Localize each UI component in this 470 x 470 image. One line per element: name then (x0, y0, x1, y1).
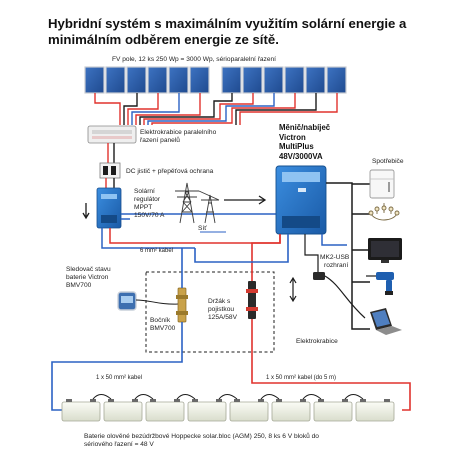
appliances-label: Spotřebiče (372, 158, 404, 165)
solar-panel-icon (221, 66, 242, 94)
drill-icon (366, 272, 394, 295)
mppt-label: Solární regulátor MPPT 150V/70 A (134, 188, 165, 219)
battery-block-icon (145, 399, 185, 422)
power-pylon-icon (175, 182, 220, 224)
usb-interface-icon (313, 272, 366, 319)
fuse-holder-icon (246, 281, 258, 319)
solar-panel-icon (168, 66, 189, 94)
diagram-title: Hybridní systém s maximálním využitím so… (48, 16, 406, 48)
battery-block-icon (355, 399, 395, 422)
pv-array (84, 66, 347, 94)
chandelier-icon (368, 203, 400, 221)
battery-block-icon (313, 399, 353, 422)
solar-panel-icon (326, 66, 347, 94)
solar-panel-icon (147, 66, 168, 94)
cable-50mm-right-label: 1 x 50 mm² kabel (do 5 m) (266, 375, 337, 381)
tv-icon (368, 238, 402, 263)
pv-field-label: FV pole, 12 ks 250 Wp = 3000 Wp, sériopa… (112, 56, 277, 63)
junction-box-label: Elektrokrabice paralelního řazení panelů (140, 129, 217, 144)
dc-breaker-icon (99, 162, 121, 179)
solar-panel-icon (189, 66, 210, 94)
bmv-monitor-label: Sledovač stavu baterie Victron BMV700 (66, 266, 111, 289)
refrigerator-icon (369, 169, 395, 199)
fuse-holder-label: Držák s pojistkou 125A/58V (208, 298, 237, 321)
electro-box-outline (145, 271, 275, 353)
battery-block-icon (61, 399, 101, 422)
solar-panel-icon (305, 66, 326, 94)
inverter-label: Měnič/nabíječ Victron MultiPlus 48V/3000… (279, 123, 331, 161)
title-line-2: minimálním odběrem energie ze sítě. (48, 32, 279, 47)
pv-wires (94, 93, 338, 125)
solar-panel-icon (105, 66, 126, 94)
battery-block-icon (187, 399, 227, 422)
title-line-1: Hybridní systém s maximálním využitím so… (48, 16, 407, 31)
battery-block-icon (271, 399, 311, 422)
bmv-monitor-icon (117, 291, 137, 311)
solar-panel-icon (284, 66, 305, 94)
solar-panel-icon (84, 66, 105, 94)
junction-box-icon (87, 125, 137, 144)
mppt-controller-icon (96, 187, 122, 229)
cable-6mm-label: 6 mm² kabel (140, 248, 174, 254)
battery-wiring (51, 234, 411, 411)
cable-50mm-left-label: 1 x 50 mm² kabel (96, 375, 143, 381)
solar-panel-icon (263, 66, 284, 94)
inverter-charger-icon (275, 165, 327, 235)
solar-panel-icon (242, 66, 263, 94)
battery-bank (61, 394, 395, 422)
shunt-icon (176, 287, 188, 323)
battery-block-icon (103, 399, 143, 422)
dc-breaker-label: DC jistič + přepěťová ochrana (126, 168, 214, 175)
battery-block-icon (229, 399, 269, 422)
solar-panel-icon (126, 66, 147, 94)
laptop-icon (370, 308, 402, 335)
mk2-label: MK2-USB rozhraní (320, 254, 350, 269)
battery-bank-label: Baterie olověné bezúdržbové Hoppecke sol… (84, 433, 319, 448)
appliance-wiring (304, 182, 370, 330)
shunt-label: Bočník BMV700 (150, 317, 176, 332)
grid-label: Síť (198, 225, 207, 232)
electro-box-label: Elektrokrabice (296, 338, 338, 345)
